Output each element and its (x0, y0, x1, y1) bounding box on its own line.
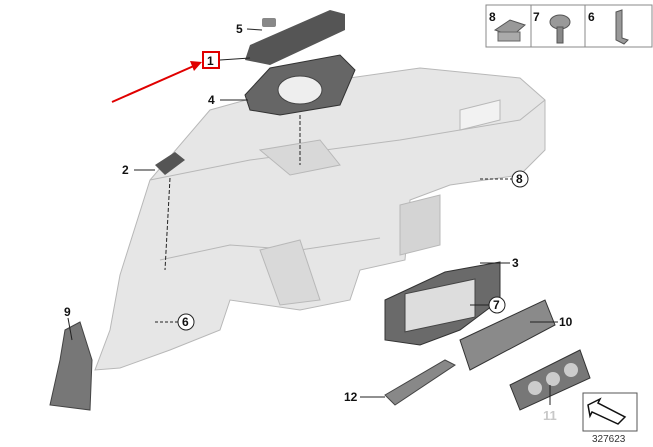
diagram-id-box: 327623 (582, 392, 638, 445)
part-9-cover (49, 321, 93, 411)
part-10-panel (459, 299, 556, 371)
fastener-legend: 8 7 6 (485, 4, 653, 48)
callout-11[interactable]: 11 (543, 408, 557, 423)
callout-6-circle (177, 313, 195, 331)
callout-8-circle (511, 170, 529, 188)
highlight-arrow (111, 51, 220, 103)
leader-lines (67, 28, 558, 405)
callout-10[interactable]: 10 (559, 315, 573, 329)
legend-label-8: 8 (489, 10, 496, 24)
dashboard-part (94, 67, 546, 371)
callout-7[interactable]: 7 (493, 298, 500, 312)
diagram-id: 327623 (592, 434, 626, 445)
screw-icon (549, 14, 571, 44)
callout-6[interactable]: 6 (182, 315, 189, 329)
callout-4[interactable]: 4 (208, 93, 215, 107)
callout-2[interactable]: 2 (122, 163, 129, 177)
arrow-icon (587, 397, 627, 425)
clip-nut-icon (493, 19, 527, 42)
callout-9[interactable]: 9 (64, 305, 71, 319)
bracket-icon (615, 9, 629, 45)
callout-5[interactable]: 5 (236, 22, 243, 36)
part-12-bracket (384, 359, 456, 406)
callout-1[interactable]: 1 (207, 54, 214, 68)
part-5-cover (245, 10, 345, 65)
callout-8[interactable]: 8 (516, 172, 523, 186)
legend-label-6: 6 (588, 10, 595, 24)
part-2-vent (155, 152, 185, 175)
callout-12[interactable]: 12 (344, 390, 358, 404)
callout-7-circle (488, 296, 506, 314)
callout-3[interactable]: 3 (512, 256, 519, 270)
legend-label-7: 7 (533, 10, 540, 24)
